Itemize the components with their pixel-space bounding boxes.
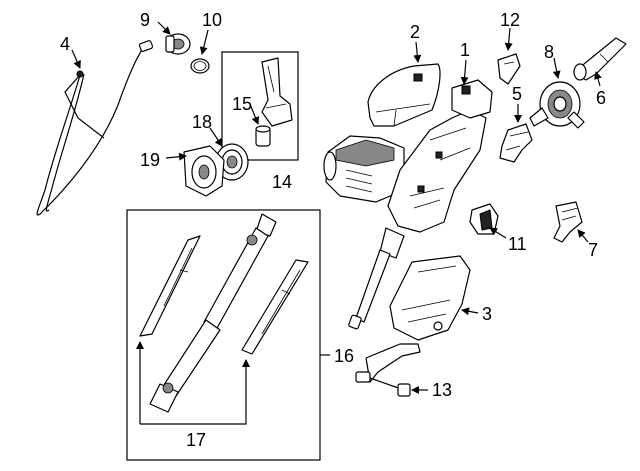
callout-1: 1 [460, 40, 470, 60]
part-4-cable [36, 40, 154, 216]
part-2-upper-shroud [367, 63, 441, 127]
callout-13: 13 [432, 380, 452, 400]
callout-3: 3 [482, 304, 492, 324]
part-17-shaft-set [139, 213, 309, 413]
part-19-boot [183, 145, 225, 197]
part-7-lever [553, 201, 583, 243]
box-14 [221, 51, 299, 161]
callout-8: 8 [544, 42, 554, 62]
part-6-lever [573, 37, 627, 81]
callout-10: 10 [202, 10, 222, 30]
callout-19: 19 [140, 150, 160, 170]
callout-17: 17 [186, 430, 206, 450]
callout-9: 9 [140, 10, 150, 30]
callout-5: 5 [512, 84, 522, 104]
callout-11: 11 [508, 234, 527, 254]
part-9-switch [165, 33, 191, 55]
callout-2: 2 [410, 22, 420, 42]
part-8-clock-spring [529, 81, 585, 129]
part-5-sensor [499, 123, 533, 163]
box-16 [126, 209, 321, 461]
part-3-lower-shroud [389, 255, 471, 341]
leader-lines [71, 21, 602, 425]
part-15-bushing [255, 125, 271, 147]
callout-4: 4 [60, 34, 70, 54]
callout-15: 15 [232, 94, 252, 114]
part-14-bracket [261, 57, 293, 127]
callout-14: 14 [272, 172, 292, 192]
callout-7: 7 [588, 240, 598, 260]
part-12-clip [497, 53, 521, 85]
part-1-column-assembly [323, 79, 493, 330]
callout-6: 6 [596, 88, 606, 108]
part-10-o-ring [190, 58, 210, 74]
callout-16: 16 [334, 346, 354, 366]
callout-12: 12 [500, 10, 520, 30]
part-13-intermediate-shaft [355, 343, 421, 397]
callout-18: 18 [192, 112, 212, 132]
part-11-cover [469, 203, 499, 235]
